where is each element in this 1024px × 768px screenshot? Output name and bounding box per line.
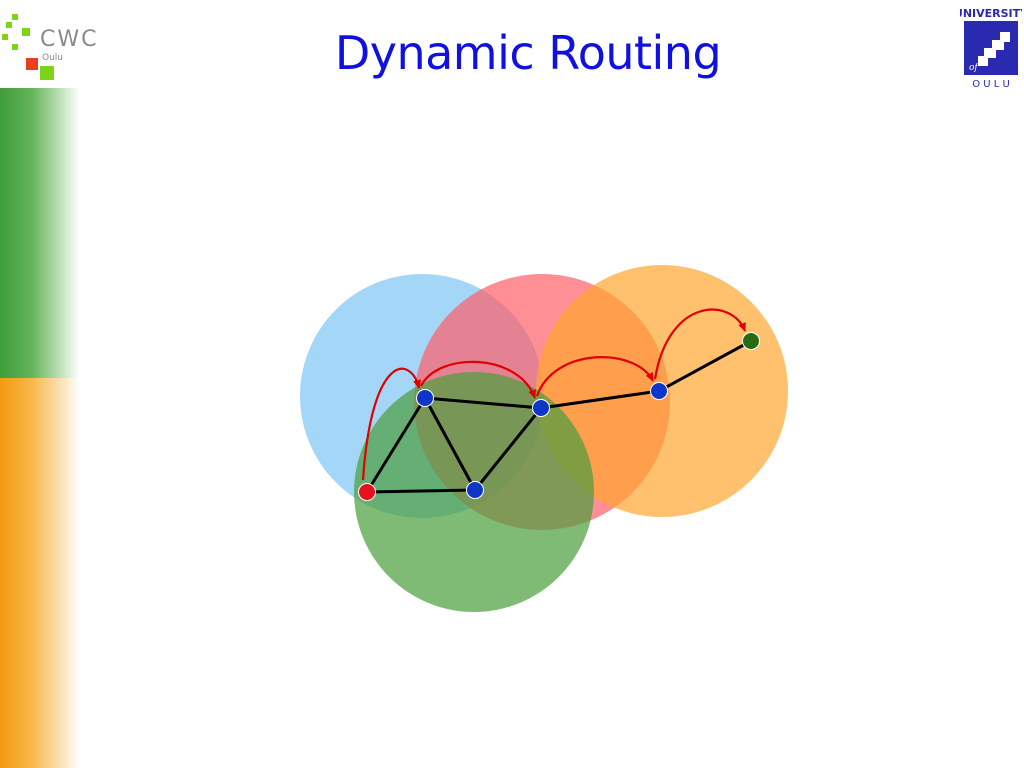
university-logo-bottom-text: O U L U (972, 79, 1010, 90)
university-logo-crest-shape (978, 32, 1010, 66)
university-logo: UNIVERSITY of O U L U (960, 7, 1022, 90)
slide-title: Dynamic Routing (334, 26, 722, 80)
cwc-logo-square (40, 66, 54, 80)
link-n1-n2 (424, 396, 542, 410)
cwc-logo-square (12, 44, 18, 50)
route-arrow-n4-destination (653, 308, 747, 380)
link-n4-destination (658, 339, 752, 393)
node-source (358, 483, 376, 501)
cwc-logo-square (2, 34, 8, 40)
cwc-logo-text: CWC (40, 27, 98, 52)
sidebar-orange-gradient (0, 378, 80, 768)
cwc-logo-square (22, 28, 30, 36)
node-n1 (416, 389, 434, 407)
node-n4 (650, 382, 668, 400)
link-source-n3 (366, 488, 476, 494)
sidebar-green-gradient (0, 88, 80, 378)
cwc-logo-square (6, 22, 12, 28)
cwc-logo-square (12, 14, 18, 20)
link-source-n1 (365, 397, 427, 493)
cwc-logo-square (26, 58, 38, 70)
cwc-logo-subtext: Oulu (42, 53, 63, 63)
route-arrow-n1-n2 (420, 360, 537, 399)
route-arrow-source-n1 (361, 367, 421, 481)
link-n1-n3 (423, 397, 477, 491)
route-arrow-n2-n4 (535, 356, 654, 397)
cwc-logo: CWC Oulu (2, 14, 98, 80)
link-n2-n4 (540, 389, 660, 410)
node-n2 (532, 399, 550, 417)
university-logo-top-text: UNIVERSITY (960, 7, 1022, 20)
link-n3-n2 (473, 407, 543, 491)
university-logo-of-text: of (969, 63, 979, 73)
node-destination (742, 332, 760, 350)
node-n3 (466, 481, 484, 499)
